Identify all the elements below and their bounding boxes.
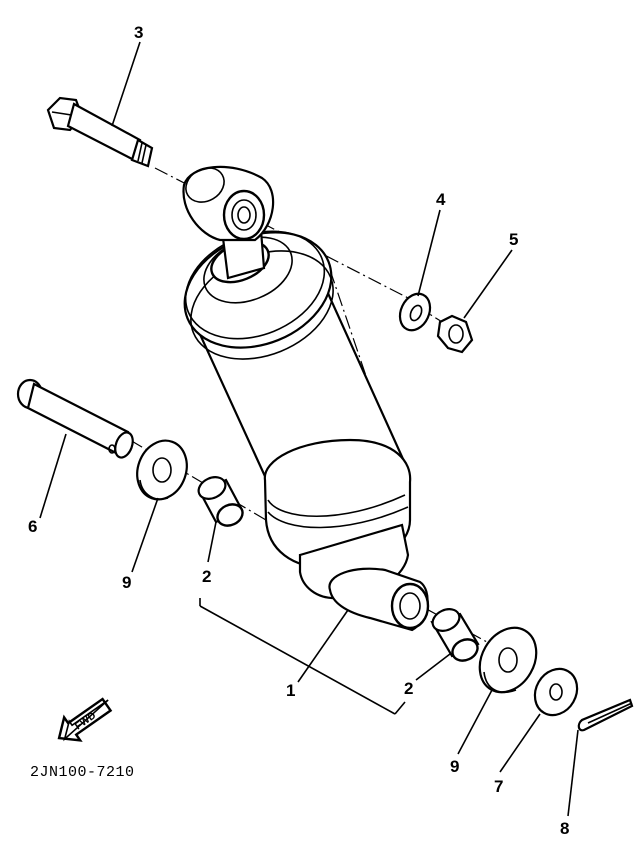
callout-2b: 2 xyxy=(404,679,413,698)
forward-direction-arrow: FWD xyxy=(57,697,113,742)
callout-7: 7 xyxy=(494,777,503,796)
right-thrust-washer xyxy=(478,626,538,694)
leader-lines xyxy=(39,41,579,817)
callout-4: 4 xyxy=(436,190,446,209)
callout-5: 5 xyxy=(509,230,518,249)
lower-bushing xyxy=(430,608,480,662)
callout-6: 6 xyxy=(28,517,37,536)
upper-washer xyxy=(398,292,432,332)
left-thrust-washer xyxy=(136,439,188,501)
plain-washer xyxy=(533,667,579,717)
shock-absorber xyxy=(182,165,430,632)
callout-3: 3 xyxy=(134,23,143,42)
callout-8: 8 xyxy=(560,819,569,838)
callout-numbers: 3 4 5 6 9 2 1 2 9 7 8 xyxy=(28,23,569,838)
upper-mounting-bolt xyxy=(46,96,154,168)
upper-bushing xyxy=(197,476,244,527)
upper-nut xyxy=(436,314,474,354)
callout-9b: 9 xyxy=(450,757,459,776)
callout-2a: 2 xyxy=(202,567,211,586)
callout-9a: 9 xyxy=(122,573,131,592)
callout-1: 1 xyxy=(286,681,295,700)
lower-mounting-pin xyxy=(16,378,134,459)
diagram-part-code: 2JN100-7210 xyxy=(30,764,135,781)
cotter-pin xyxy=(577,698,634,732)
